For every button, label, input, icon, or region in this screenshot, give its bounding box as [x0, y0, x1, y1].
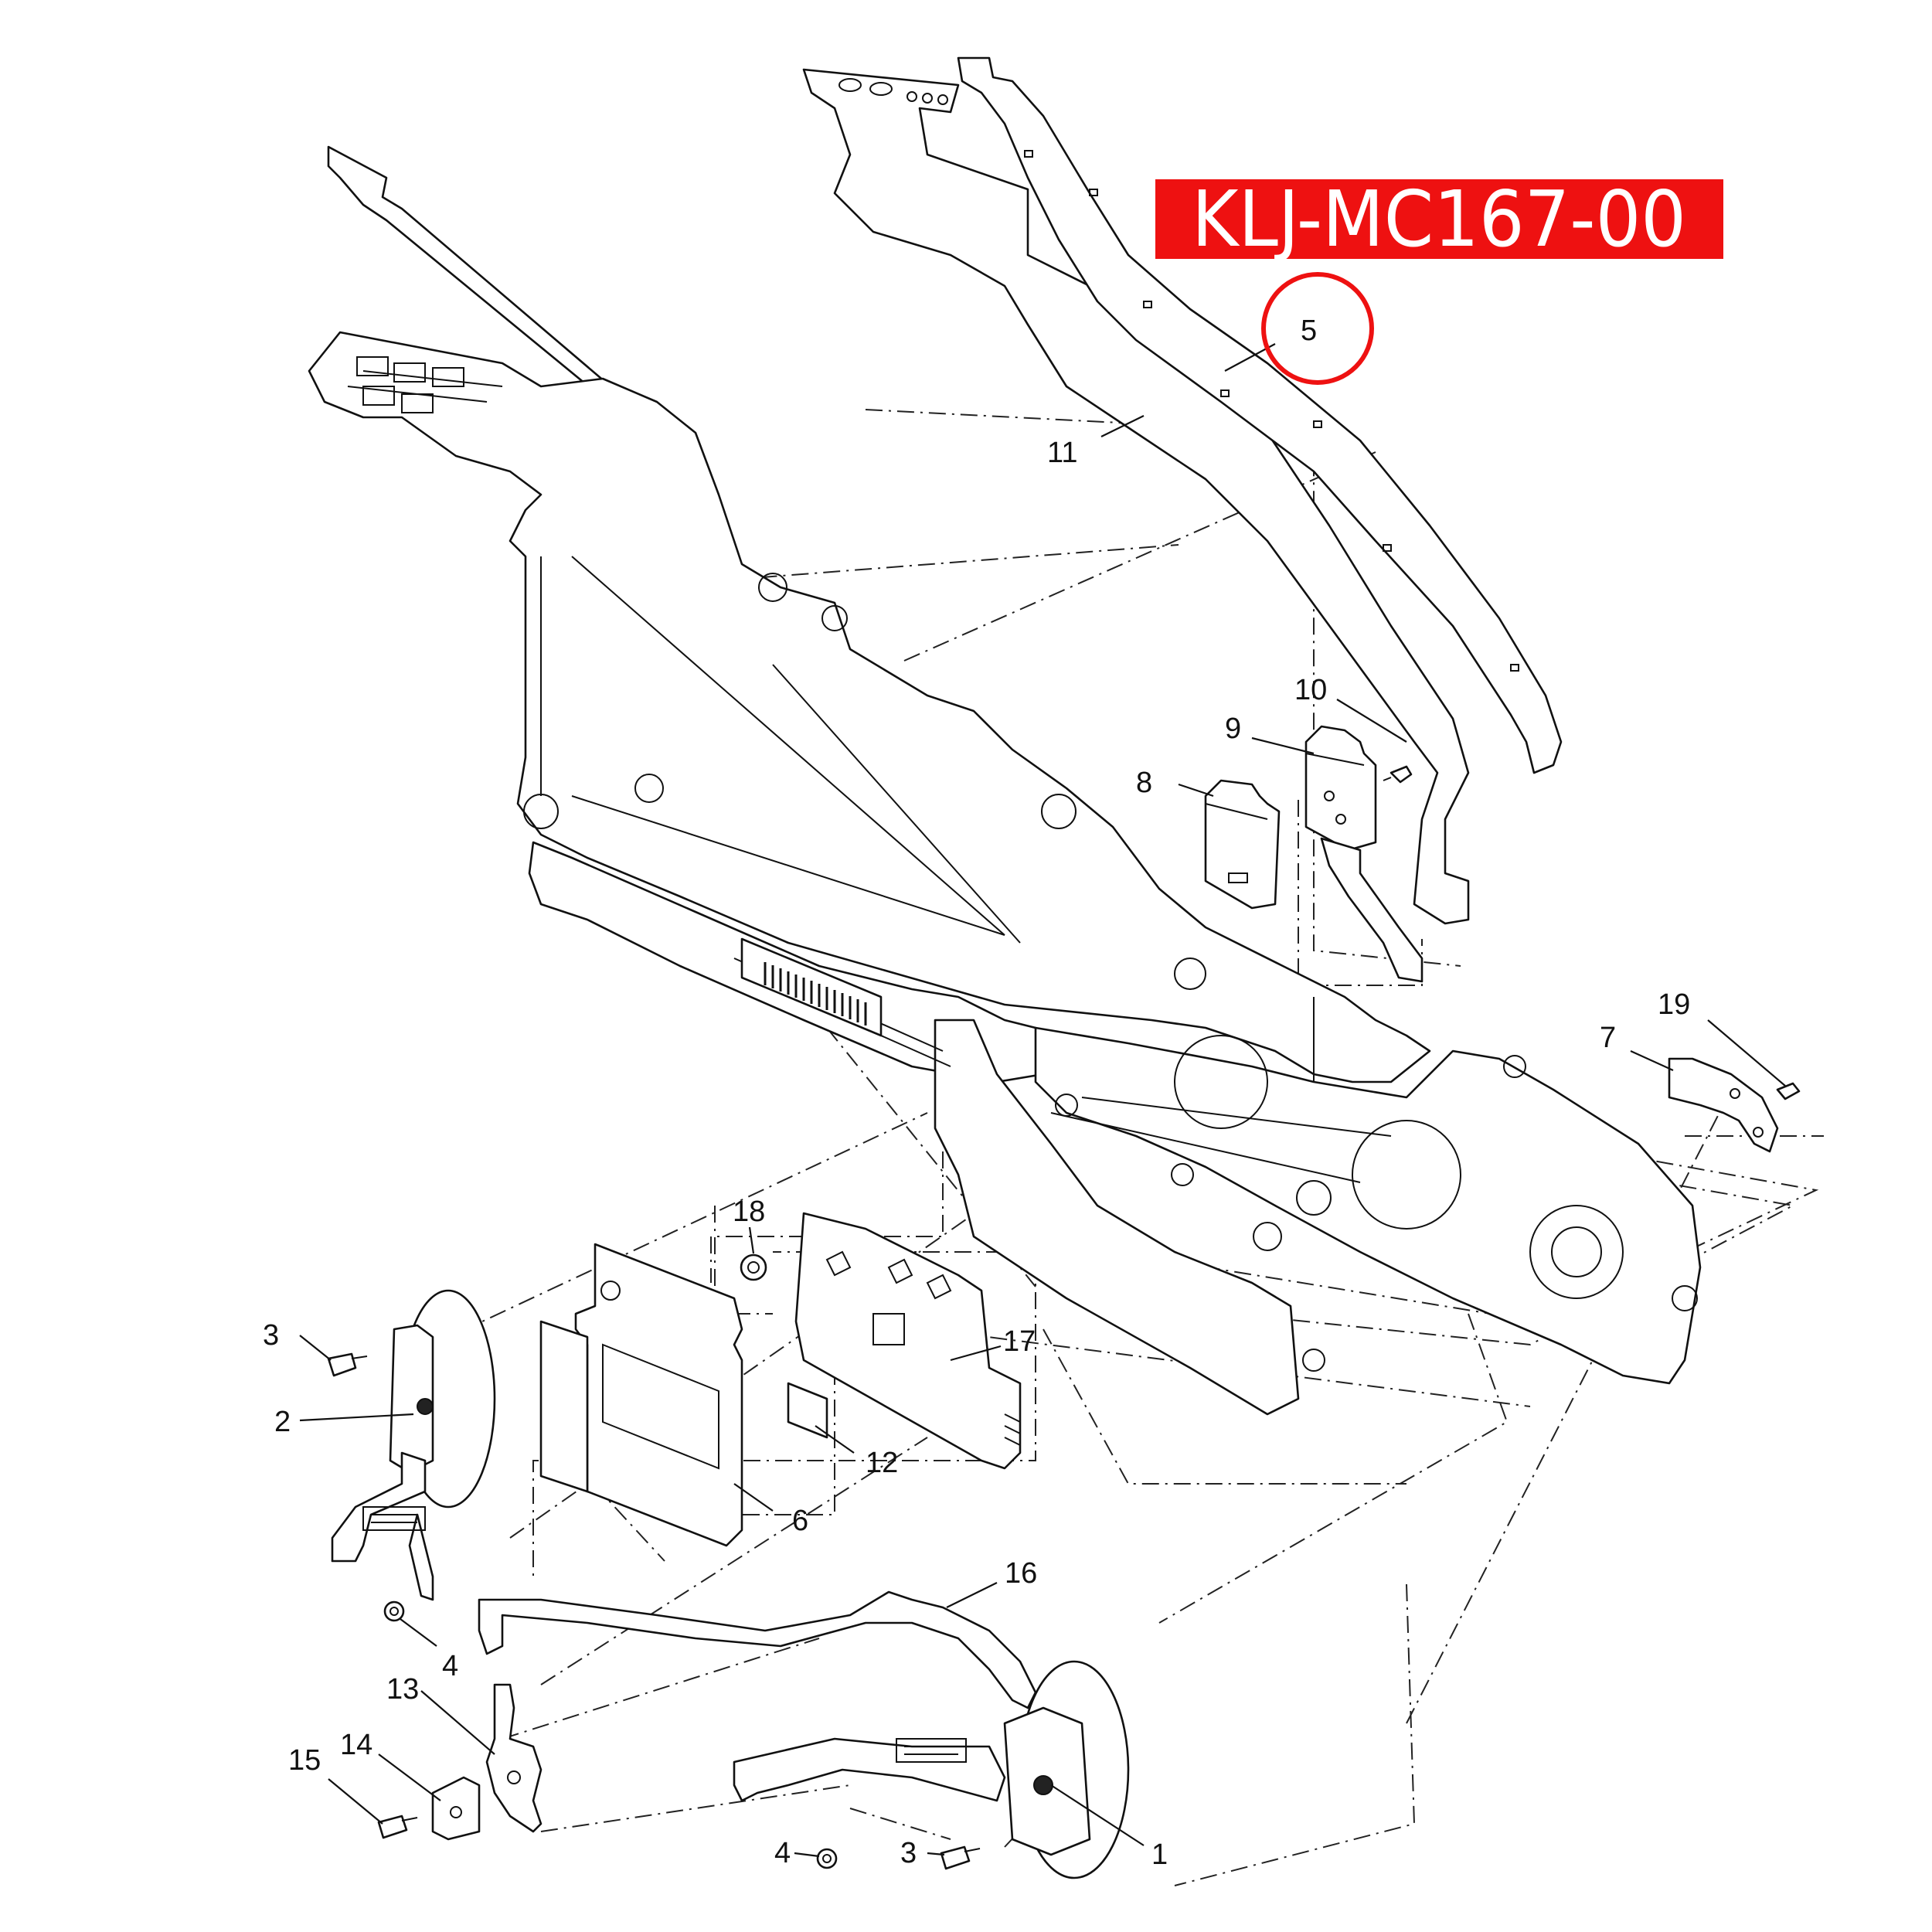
chip-part-12[interactable]: [787, 1382, 828, 1439]
callout-4-lower: 4: [774, 1837, 791, 1869]
barcode-label: [740, 937, 883, 1037]
callout-14: 14: [340, 1729, 372, 1761]
callout-15: 15: [288, 1744, 321, 1777]
plate-part-6[interactable]: [539, 1243, 743, 1547]
callout-3-lower: 3: [900, 1837, 917, 1869]
callout-2: 2: [274, 1406, 291, 1438]
nut-part-18[interactable]: [740, 1253, 767, 1281]
sensor-part-13[interactable]: [485, 1683, 543, 1833]
screw-part-15[interactable]: [377, 1815, 418, 1839]
screw-part-19[interactable]: [1776, 1082, 1801, 1100]
lever-part-16[interactable]: [478, 1590, 1037, 1709]
part-number-text: KLJ-MC167-00: [1192, 174, 1686, 264]
callout-16: 16: [1005, 1557, 1037, 1590]
motor-part-1[interactable]: [733, 1660, 1130, 1879]
callout-8: 8: [1136, 767, 1152, 799]
motor-part-2[interactable]: [331, 1289, 496, 1601]
callout-10: 10: [1294, 674, 1327, 706]
cover-part-7[interactable]: [1668, 1057, 1779, 1153]
pcb-part-17[interactable]: [794, 1212, 1022, 1470]
callout-labels: 1 2 3 3 4 4 5 6 7 8 9 10 11 12 13 14 15 …: [263, 315, 1690, 1871]
main-frame: [308, 331, 1702, 1416]
block-part-14[interactable]: [431, 1776, 481, 1841]
callout-3-upper: 3: [263, 1319, 279, 1352]
callout-12: 12: [866, 1447, 898, 1479]
screw-part-3-lower[interactable]: [940, 1845, 981, 1870]
strip-part-5[interactable]: [957, 56, 1563, 774]
callout-4-upper: 4: [442, 1650, 458, 1682]
callout-7: 7: [1600, 1022, 1616, 1054]
callout-18: 18: [733, 1196, 765, 1228]
screw-part-10[interactable]: [1383, 765, 1413, 784]
part-number-badge: KLJ-MC167-00: [1155, 174, 1723, 264]
callout-5: 5: [1301, 315, 1317, 347]
callout-1: 1: [1151, 1838, 1168, 1871]
screw-part-3-upper[interactable]: [327, 1352, 368, 1377]
leader-lines: [299, 343, 1786, 1858]
callout-11: 11: [1047, 437, 1077, 469]
callout-17: 17: [1003, 1325, 1036, 1358]
callout-19: 19: [1658, 988, 1690, 1021]
callout-9: 9: [1225, 713, 1241, 745]
callout-6: 6: [792, 1505, 808, 1537]
flex-cable-part-11[interactable]: [802, 68, 1470, 925]
callout-13: 13: [386, 1673, 419, 1706]
screw-part-4-lower[interactable]: [816, 1848, 838, 1869]
sensor-part-9[interactable]: [1304, 725, 1423, 983]
highlight-circle: [1261, 272, 1374, 385]
sensor-part-8[interactable]: [1204, 779, 1281, 910]
screw-part-4-upper[interactable]: [383, 1600, 405, 1622]
